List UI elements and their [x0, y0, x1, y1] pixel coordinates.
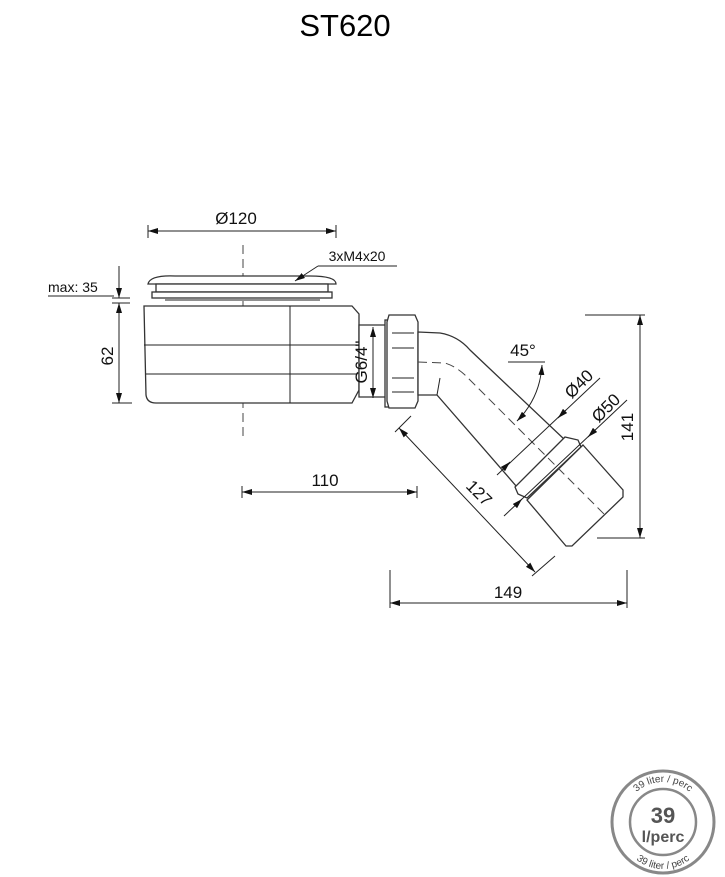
svg-text:G6/4": G6/4": [352, 341, 371, 384]
svg-text:Ø120: Ø120: [215, 209, 257, 228]
drawing-title: ST620: [299, 8, 391, 43]
trap-body: [143, 305, 388, 404]
svg-text:3xM4x20: 3xM4x20: [329, 248, 386, 264]
dim-height-141: 141: [585, 314, 645, 539]
badge-value: 39: [651, 803, 675, 828]
badge-unit: l/perc: [642, 829, 685, 846]
dim-height-62: max: 35 62: [48, 266, 132, 404]
flow-rate-badge: 39 liter / perc 39 liter / perc 39 l/per…: [610, 769, 716, 875]
svg-text:149: 149: [494, 583, 522, 602]
svg-text:141: 141: [618, 413, 637, 441]
grate-lid: [147, 275, 337, 301]
union-nut: [384, 314, 419, 409]
dim-diameter-120: Ø120: [147, 209, 337, 238]
svg-text:127: 127: [462, 476, 495, 509]
svg-text:110: 110: [311, 471, 338, 490]
label-screws: 3xM4x20: [294, 248, 397, 282]
svg-text:45°: 45°: [510, 341, 536, 360]
elbow-pipe: [417, 331, 624, 547]
dim-width-149: 149: [389, 570, 628, 608]
svg-text:max: 35: max: 35: [48, 279, 98, 295]
svg-text:Ø40: Ø40: [561, 366, 597, 402]
svg-text:62: 62: [98, 347, 117, 366]
dim-angle-45: 45°: [508, 341, 545, 422]
dim-offset-110: 110: [241, 471, 418, 498]
dim-thread: G6/4": [352, 327, 376, 398]
